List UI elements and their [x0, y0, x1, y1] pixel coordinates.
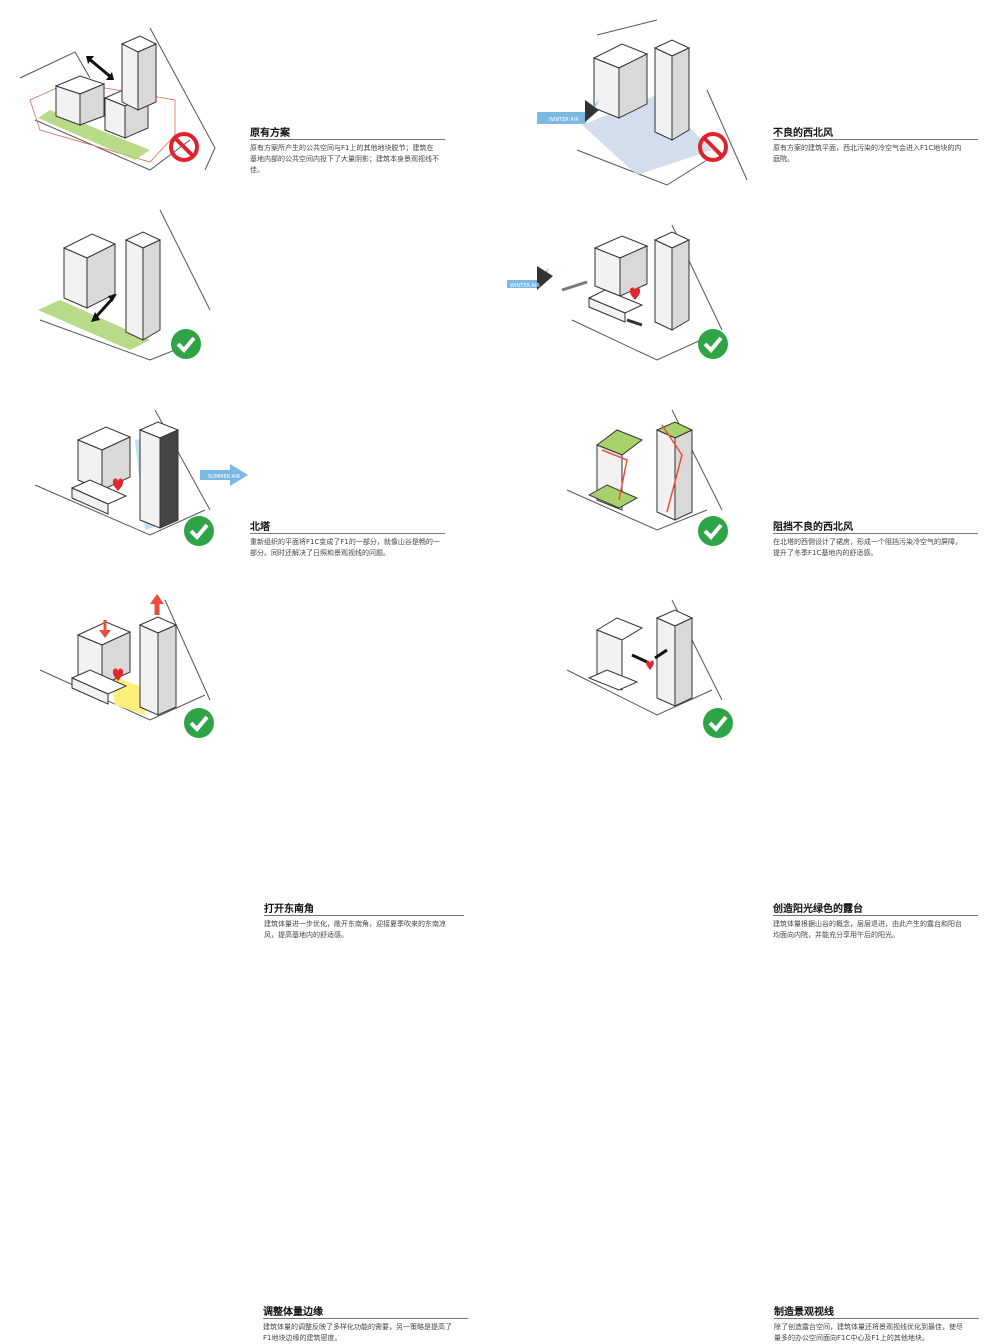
- title-divider: [264, 915, 464, 916]
- panel-original-scheme: 原有方案 原有方案所产生的公共空间与F1上的其他地块脱节；建筑在 基地内部的公共…: [0, 0, 500, 196]
- panel-title: 创造阳光绿色的露台: [773, 904, 863, 915]
- panel-open-southeast-corner: SUMMER AIR 打开东南角 建筑体量进一步优化，敞开东南角，迎接夏季吹来的…: [0, 400, 500, 939]
- check-icon: [698, 516, 728, 546]
- massing-diagram-original: [19, 27, 216, 171]
- panel-description: 建筑体量进一步优化，敞开东南角，迎接夏季吹来的东南凉 风，提高基地内的舒适感。: [264, 920, 446, 939]
- panel-title: 北塔: [250, 522, 270, 533]
- prohibited-icon: [698, 132, 728, 162]
- panel-north-tower: 北塔 重新组织的平面将F1C变成了F1的一部分，就像山谷是畅的一 部分。同时还解…: [0, 200, 500, 557]
- panel-description: 重新组织的平面将F1C变成了F1的一部分，就像山谷是畅的一 部分。同时还解决了日…: [250, 538, 440, 557]
- massing-diagram-northwest-wind: WINTER AIR: [537, 19, 748, 186]
- title-divider: [263, 1318, 468, 1319]
- prohibited-icon: [169, 132, 199, 162]
- panel-title: 调整体量边缘: [263, 1307, 323, 1318]
- panel-description: 建筑体量的调整反映了多样化功能的需要，另一策略是提高了 F1地块边缘的建筑密度。: [263, 1323, 452, 1342]
- panel-description: 原有方案所产生的公共空间与F1上的其他地块脱节；建筑在 基地内部的公共空间内投下…: [250, 144, 439, 174]
- massing-diagram-views: [566, 599, 723, 716]
- title-divider: [773, 533, 978, 534]
- panel-title: 不良的西北风: [773, 128, 833, 139]
- panel-title: 阻挡不良的西北风: [773, 522, 853, 533]
- check-icon: [184, 516, 214, 546]
- title-divider: [773, 915, 978, 916]
- panel-title: 制造景观视线: [774, 1307, 834, 1318]
- panel-create-view-corridors: 制造景观视线 除了创造露台空间，建筑体量还将景观视线优化到最佳，使尽 量多的办公…: [507, 590, 1007, 1342]
- massing-diagram-terraces: [566, 409, 723, 531]
- panel-block-northwest-wind: WINTER AIR 阻挡不良的西北风 在北塔的西侧设计了裙房，形成一个阻挡污染…: [507, 200, 1007, 557]
- title-divider: [773, 139, 978, 140]
- panel-title: 打开东南角: [264, 904, 314, 915]
- panel-sunny-green-terraces: 创造阳光绿色的露台 建筑体量根据山谷的概念，层层退进，由此产生的露台和阳台 均面…: [507, 400, 1007, 939]
- massing-diagram-southeast: SUMMER AIR: [34, 409, 248, 536]
- panel-adjust-massing-edges: 调整体量边缘 建筑体量的调整反映了多样化功能的需要，另一策略是提高了 F1地块边…: [0, 590, 500, 1342]
- massing-diagram-block-wind: WINTER AIR: [507, 224, 723, 361]
- panel-description: 原有方案的建筑平面，西北污染的冷空气会进入F1C地块的内 庭院。: [773, 144, 962, 163]
- title-divider: [250, 533, 445, 534]
- wind-label: WINTER AIR: [549, 117, 579, 123]
- panel-title: 原有方案: [250, 128, 290, 139]
- massing-diagram-north-tower: [38, 209, 211, 361]
- wind-label: SUMMER AIR: [208, 474, 241, 480]
- panel-description: 在北塔的西侧设计了裙房，形成一个阻挡污染冷空气的屏障， 提升了冬季F1C基地内的…: [773, 538, 962, 557]
- check-icon: [703, 708, 733, 738]
- check-icon: [171, 329, 201, 359]
- wind-label: WINTER AIR: [510, 283, 540, 289]
- title-divider: [250, 139, 445, 140]
- panel-bad-northwest-wind: WINTER AIR 不良的西北风 原有方案的建筑平面，西北污染的冷空气会进入F…: [507, 0, 1007, 196]
- title-divider: [774, 1318, 979, 1319]
- check-icon: [184, 708, 214, 738]
- panel-description: 建筑体量根据山谷的概念，层层退进，由此产生的露台和阳台 均面向内院，并能充分享用…: [773, 920, 962, 939]
- massing-diagram-edges: [39, 594, 211, 721]
- panel-description: 除了创造露台空间，建筑体量还将景观视线优化到最佳，使尽 量多的办公空间面向F1C…: [774, 1323, 963, 1342]
- check-icon: [698, 329, 728, 359]
